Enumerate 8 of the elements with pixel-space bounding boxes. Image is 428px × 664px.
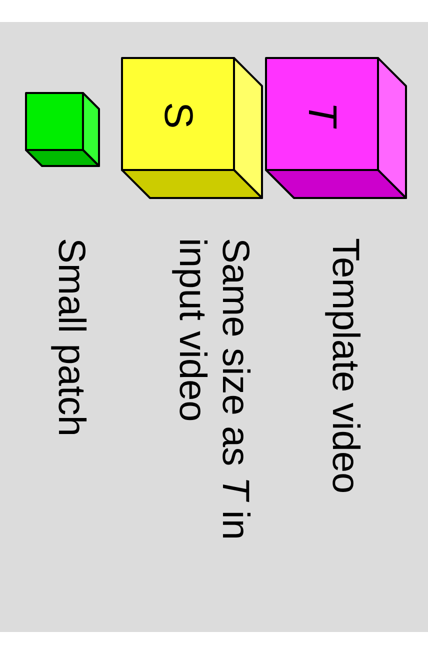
cube-caption: Template video bbox=[323, 238, 366, 496]
cube bbox=[26, 93, 99, 166]
cube-letter: T bbox=[302, 102, 342, 126]
cube-caption: Same size as T in input video bbox=[170, 238, 256, 542]
cube-letter: S bbox=[158, 102, 198, 129]
cube-caption: Small patch bbox=[49, 238, 92, 439]
cube bbox=[266, 58, 406, 198]
cube bbox=[122, 58, 262, 198]
